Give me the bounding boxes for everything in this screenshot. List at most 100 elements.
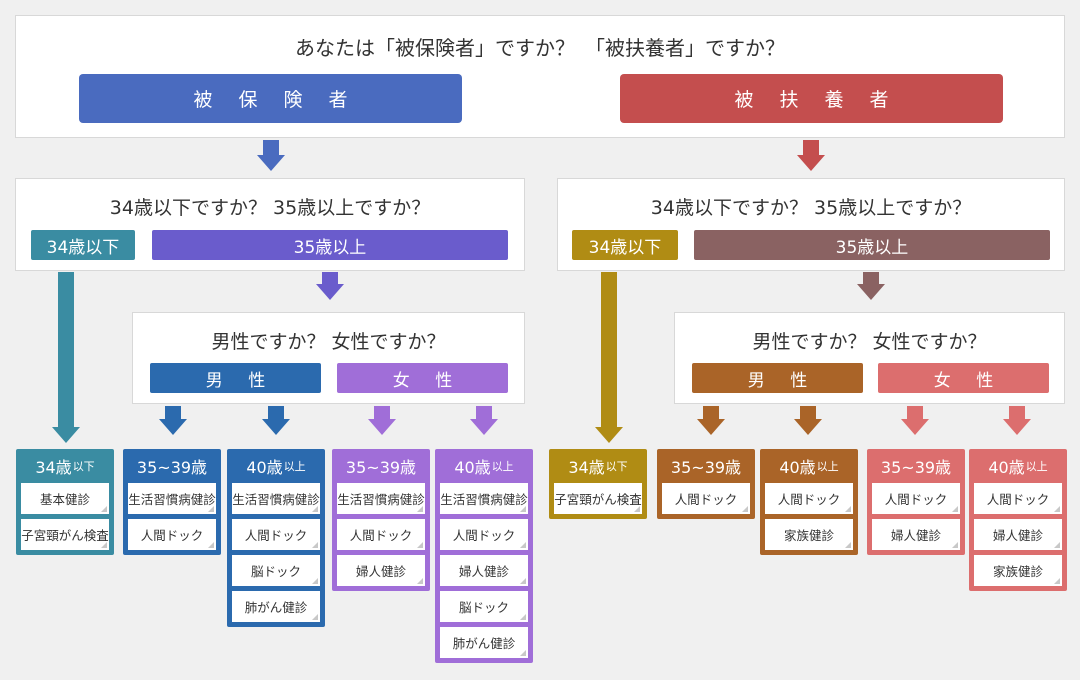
insured-female-button[interactable]: 女 性 bbox=[337, 363, 508, 393]
checkup-item-button[interactable]: 人間ドック bbox=[128, 519, 216, 550]
checkup-item-button[interactable]: 基本健診 bbox=[21, 483, 109, 514]
top-panel: あなたは「被保険者」ですか？ 「被扶養者」ですか？ 被 保 険 者 被 扶 養 … bbox=[15, 15, 1065, 138]
checkup-item-button[interactable]: 家族健診 bbox=[765, 519, 853, 550]
arrow-down-icon bbox=[797, 155, 825, 171]
arrow-shaft-col7 bbox=[703, 406, 719, 420]
dependent-age-panel: 34歳以下ですか？ 35歳以上ですか？ 34歳以下 35歳以上 bbox=[557, 178, 1065, 271]
arrow-shaft-col4 bbox=[374, 406, 390, 420]
column-heading-text: 35~39歳 bbox=[345, 458, 417, 477]
column-heading: 34歳以下 bbox=[16, 449, 114, 483]
column-heading-text: 34歳 bbox=[35, 458, 72, 477]
result-column: 35~39歳人間ドック婦人健診 bbox=[867, 449, 965, 555]
checkup-item-button[interactable]: 肺がん健診 bbox=[440, 627, 528, 658]
arrow-down-icon bbox=[857, 284, 885, 300]
column-heading-text: 40歳 bbox=[246, 458, 283, 477]
arrow-shaft-dependent-over35 bbox=[863, 272, 879, 285]
column-heading-text: 35~39歳 bbox=[880, 458, 952, 477]
checkup-item-button[interactable]: 子宮頸がん検査 bbox=[554, 483, 642, 514]
dependent-female-button[interactable]: 女 性 bbox=[878, 363, 1049, 393]
arrow-shaft-col3 bbox=[268, 406, 284, 420]
column-heading-suffix: 以上 bbox=[283, 460, 306, 473]
insured-under34-button[interactable]: 34歳以下 bbox=[31, 230, 135, 260]
column-heading-text: 40歳 bbox=[988, 458, 1025, 477]
result-column: 34歳以下基本健診子宮頸がん検査 bbox=[16, 449, 114, 555]
arrow-down-icon bbox=[901, 419, 929, 435]
checkup-item-button[interactable]: 婦人健診 bbox=[974, 519, 1062, 550]
insured-gender-panel: 男性ですか？ 女性ですか？ 男 性 女 性 bbox=[132, 312, 525, 404]
checkup-item-button[interactable]: 生活習慣病健診 bbox=[440, 483, 528, 514]
arrow-shaft-col9 bbox=[907, 406, 923, 420]
arrow-down-icon bbox=[595, 427, 623, 443]
arrow-down-icon bbox=[1003, 419, 1031, 435]
column-heading: 35~39歳 bbox=[657, 449, 755, 483]
insured-age-panel: 34歳以下ですか？ 35歳以上ですか？ 34歳以下 35歳以上 bbox=[15, 178, 525, 271]
dependent-gender-panel: 男性ですか？ 女性ですか？ 男 性 女 性 bbox=[674, 312, 1065, 404]
result-column: 34歳以下子宮頸がん検査 bbox=[549, 449, 647, 519]
checkup-item-button[interactable]: 人間ドック bbox=[765, 483, 853, 514]
checkup-item-button[interactable]: 人間ドック bbox=[872, 483, 960, 514]
column-heading-suffix: 以下 bbox=[72, 460, 95, 473]
arrow-shaft-dependent bbox=[803, 140, 819, 156]
column-heading-suffix: 以下 bbox=[605, 460, 628, 473]
column-heading-suffix: 以上 bbox=[816, 460, 839, 473]
checkup-item-button[interactable]: 婦人健診 bbox=[337, 555, 425, 586]
checkup-item-button[interactable]: 人間ドック bbox=[662, 483, 750, 514]
arrow-shaft-insured-under34 bbox=[58, 272, 74, 428]
checkup-item-button[interactable]: 生活習慣病健診 bbox=[128, 483, 216, 514]
checkup-item-button[interactable]: 生活習慣病健診 bbox=[337, 483, 425, 514]
result-column: 40歳以上生活習慣病健診人間ドック脳ドック肺がん健診 bbox=[227, 449, 325, 627]
checkup-item-button[interactable]: 生活習慣病健診 bbox=[232, 483, 320, 514]
checkup-item-button[interactable]: 人間ドック bbox=[440, 519, 528, 550]
arrow-down-icon bbox=[697, 419, 725, 435]
arrow-shaft-col5 bbox=[476, 406, 492, 420]
insured-gender-question: 男性ですか？ 女性ですか？ bbox=[211, 331, 446, 353]
column-heading-text: 35~39歳 bbox=[136, 458, 208, 477]
checkup-item-button[interactable]: 婦人健診 bbox=[440, 555, 528, 586]
column-heading: 35~39歳 bbox=[332, 449, 430, 483]
checkup-item-button[interactable]: 人間ドック bbox=[337, 519, 425, 550]
result-column: 35~39歳生活習慣病健診人間ドック bbox=[123, 449, 221, 555]
checkup-item-button[interactable]: 家族健診 bbox=[974, 555, 1062, 586]
insured-male-button[interactable]: 男 性 bbox=[150, 363, 321, 393]
arrow-down-icon bbox=[470, 419, 498, 435]
arrow-down-icon bbox=[52, 427, 80, 443]
checkup-item-button[interactable]: 人間ドック bbox=[974, 483, 1062, 514]
result-column: 40歳以上人間ドック家族健診 bbox=[760, 449, 858, 555]
column-heading-text: 40歳 bbox=[779, 458, 816, 477]
checkup-item-button[interactable]: 脳ドック bbox=[440, 591, 528, 622]
arrow-down-icon bbox=[368, 419, 396, 435]
top-question: あなたは「被保険者」ですか？ 「被扶養者」ですか？ bbox=[295, 36, 785, 60]
result-column: 35~39歳人間ドック bbox=[657, 449, 755, 519]
column-heading-text: 35~39歳 bbox=[670, 458, 742, 477]
arrow-shaft-col8 bbox=[800, 406, 816, 420]
column-heading-text: 34歳 bbox=[568, 458, 605, 477]
column-heading: 40歳以上 bbox=[969, 449, 1067, 483]
arrow-down-icon bbox=[159, 419, 187, 435]
checkup-item-button[interactable]: 脳ドック bbox=[232, 555, 320, 586]
column-heading-text: 40歳 bbox=[454, 458, 491, 477]
dependent-under34-button[interactable]: 34歳以下 bbox=[572, 230, 678, 260]
result-column: 40歳以上人間ドック婦人健診家族健診 bbox=[969, 449, 1067, 591]
dependent-over35-button[interactable]: 35歳以上 bbox=[694, 230, 1050, 260]
insured-over35-button[interactable]: 35歳以上 bbox=[152, 230, 508, 260]
column-heading: 34歳以下 bbox=[549, 449, 647, 483]
result-column: 35~39歳生活習慣病健診人間ドック婦人健診 bbox=[332, 449, 430, 591]
insured-button[interactable]: 被 保 険 者 bbox=[79, 74, 462, 123]
arrow-shaft-insured-over35 bbox=[322, 272, 338, 285]
column-heading: 35~39歳 bbox=[123, 449, 221, 483]
checkup-item-button[interactable]: 子宮頸がん検査 bbox=[21, 519, 109, 550]
column-heading: 40歳以上 bbox=[760, 449, 858, 483]
checkup-item-button[interactable]: 婦人健診 bbox=[872, 519, 960, 550]
checkup-item-button[interactable]: 肺がん健診 bbox=[232, 591, 320, 622]
arrow-shaft-col10 bbox=[1009, 406, 1025, 420]
column-heading-suffix: 以上 bbox=[1025, 460, 1048, 473]
checkup-item-button[interactable]: 人間ドック bbox=[232, 519, 320, 550]
dependent-button[interactable]: 被 扶 養 者 bbox=[620, 74, 1003, 123]
arrow-down-icon bbox=[262, 419, 290, 435]
column-heading: 35~39歳 bbox=[867, 449, 965, 483]
arrow-shaft-dependent-under34 bbox=[601, 272, 617, 428]
dependent-male-button[interactable]: 男 性 bbox=[692, 363, 863, 393]
column-heading: 40歳以上 bbox=[227, 449, 325, 483]
arrow-down-icon bbox=[794, 419, 822, 435]
column-heading-suffix: 以上 bbox=[491, 460, 514, 473]
